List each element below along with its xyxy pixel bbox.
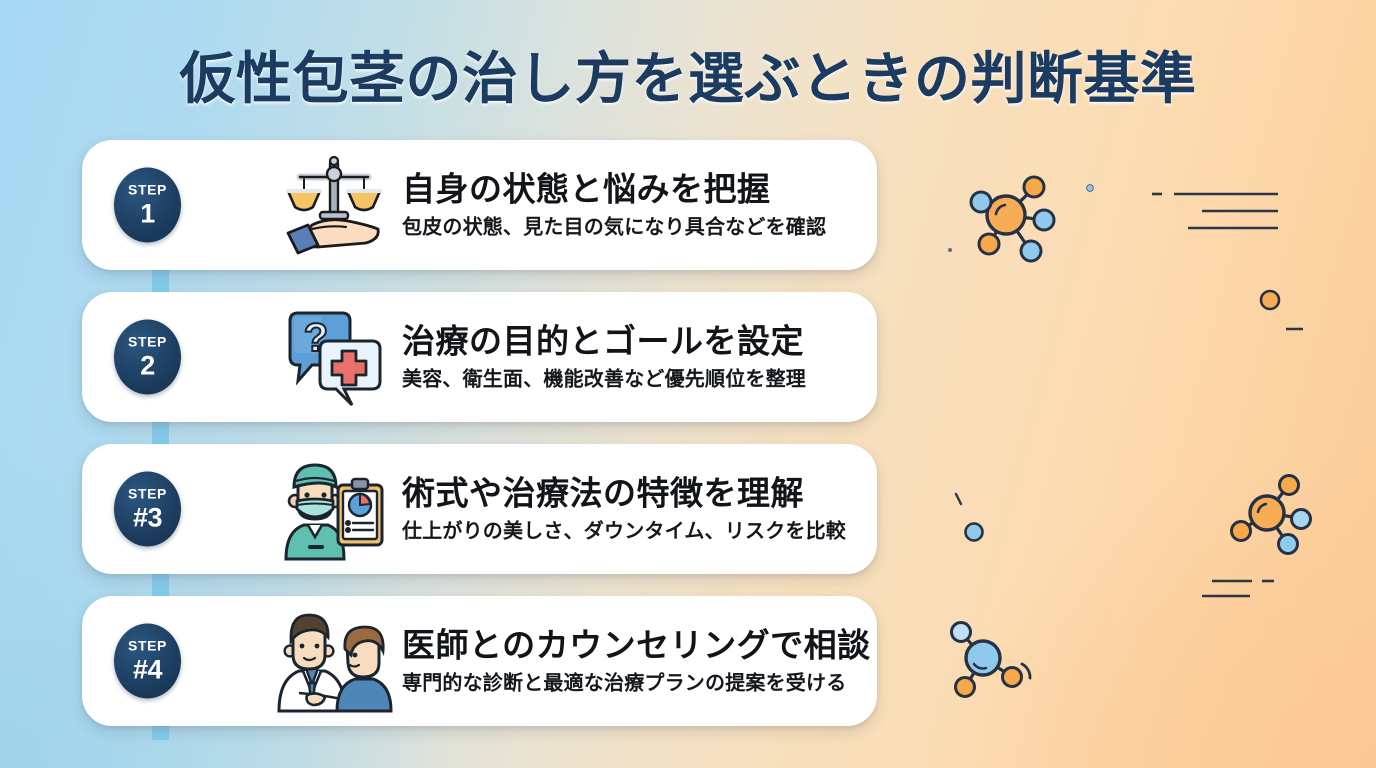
step-badge-label: STEP — [128, 333, 167, 350]
step-heading: 術式や治療法の特徴を理解 — [402, 474, 804, 512]
question-and-medical-cross-speech-bubbles-icon: ? — [278, 301, 390, 413]
step-badge-2: STEP 2 — [114, 319, 181, 395]
step-heading: 自身の状態と悩みを把握 — [402, 170, 771, 208]
step-subtext: 仕上がりの美しさ、ダウンタイム、リスクを比較 — [402, 520, 846, 543]
step-text-3: 術式や治療法の特徴を理解 仕上がりの美しさ、ダウンタイム、リスクを比較 — [402, 475, 947, 544]
step-subtext: 包皮の状態、見た目の気になり具合などを確認 — [402, 216, 827, 239]
step-badge-number: 1 — [140, 198, 155, 229]
step-text-4: 医師とのカウンセリングで相談 専門的な診断と最適な治療プランの提案を受ける — [402, 627, 947, 696]
step-connector-line — [152, 140, 169, 740]
step-subtext: 美容、衛生面、機能改善など優先順位を整理 — [402, 368, 806, 391]
step-badge-1: STEP 1 — [114, 167, 181, 243]
balance-scale-on-hand-icon — [278, 149, 390, 261]
step-badge-3: STEP #3 — [114, 471, 181, 547]
step-card-2[interactable]: STEP 2 ? 治療の目的とゴールを設定 美容、衛生面、機能改善など優先順位を… — [82, 292, 877, 422]
step-card-4[interactable]: STEP #4 — [82, 596, 877, 726]
doctor-consulting-patient-icon — [272, 605, 396, 717]
step-heading: 治療の目的とゴールを設定 — [402, 322, 804, 360]
step-card-3[interactable]: STEP #3 — [82, 444, 877, 574]
page-title: 仮性包茎の治し方を選ぶときの判断基準 — [179, 47, 1197, 110]
step-subtext: 専門的な診断と最適な治療プランの提案を受ける — [402, 672, 847, 695]
step-list: STEP 1 — [82, 140, 877, 748]
step-heading: 医師とのカウンセリングで相談 — [402, 626, 871, 664]
step-badge-number: #3 — [132, 502, 163, 533]
step-text-1: 自身の状態と悩みを把握 包皮の状態、見た目の気になり具合などを確認 — [402, 171, 947, 240]
step-badge-label: STEP — [128, 485, 167, 502]
step-badge-number: 2 — [140, 350, 155, 381]
step-text-2: 治療の目的とゴールを設定 美容、衛生面、機能改善など優先順位を整理 — [402, 323, 947, 392]
step-card-1[interactable]: STEP 1 — [82, 140, 877, 270]
step-badge-label: STEP — [128, 181, 167, 198]
step-badge-label: STEP — [128, 637, 167, 654]
surgeon-with-clipboard-icon — [278, 453, 390, 565]
step-badge-number: #4 — [132, 654, 163, 685]
step-badge-4: STEP #4 — [114, 623, 181, 699]
